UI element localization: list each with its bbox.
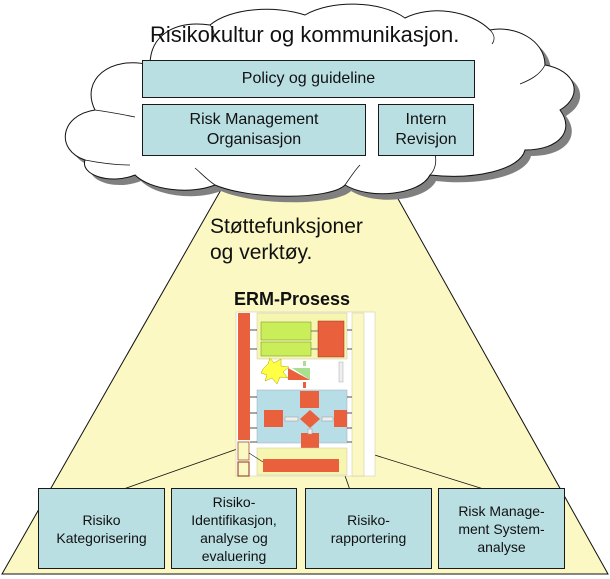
thumb-left-bar xyxy=(238,313,250,440)
risk-reporting-label: Risiko- rapportering xyxy=(330,511,407,546)
risk-management-organisation-box: Risk Management Organisasjon xyxy=(142,104,366,156)
policy-guideline-box: Policy og guideline xyxy=(142,60,475,98)
risk-categorisation-label: Risiko Kategorisering xyxy=(56,511,147,546)
erm-process-thumbnail xyxy=(235,311,376,477)
risk-reporting-box: Risiko- rapportering xyxy=(305,488,432,569)
policy-guideline-label: Policy og guideline xyxy=(241,70,376,87)
erm-process-title: ERM-Prosess xyxy=(234,289,351,309)
event-starburst xyxy=(260,357,290,385)
internal-audit-label: Intern Revisjon xyxy=(395,111,457,148)
internal-audit-box: Intern Revisjon xyxy=(378,104,474,156)
thumb-right-bar xyxy=(351,312,365,477)
risk-categorisation-box: Risiko Kategorisering xyxy=(38,488,165,569)
cloud-title: Risikokultur og kommunikasjon. xyxy=(150,22,460,47)
support-functions-label: Støttefunksjoner og verktøy. xyxy=(210,215,363,264)
risk-identification-box: Risiko- Identifikasjon, analyse og evalu… xyxy=(171,488,297,569)
rms-analysis-label: Risk Manage- ment System- analyse xyxy=(458,502,545,555)
risk-management-organisation-label: Risk Management Organisasjon xyxy=(189,111,319,148)
risk-identification-label: Risiko- Identifikasjon, analyse og evalu… xyxy=(191,493,277,564)
rms-analysis-box: Risk Manage- ment System- analyse xyxy=(438,488,565,569)
